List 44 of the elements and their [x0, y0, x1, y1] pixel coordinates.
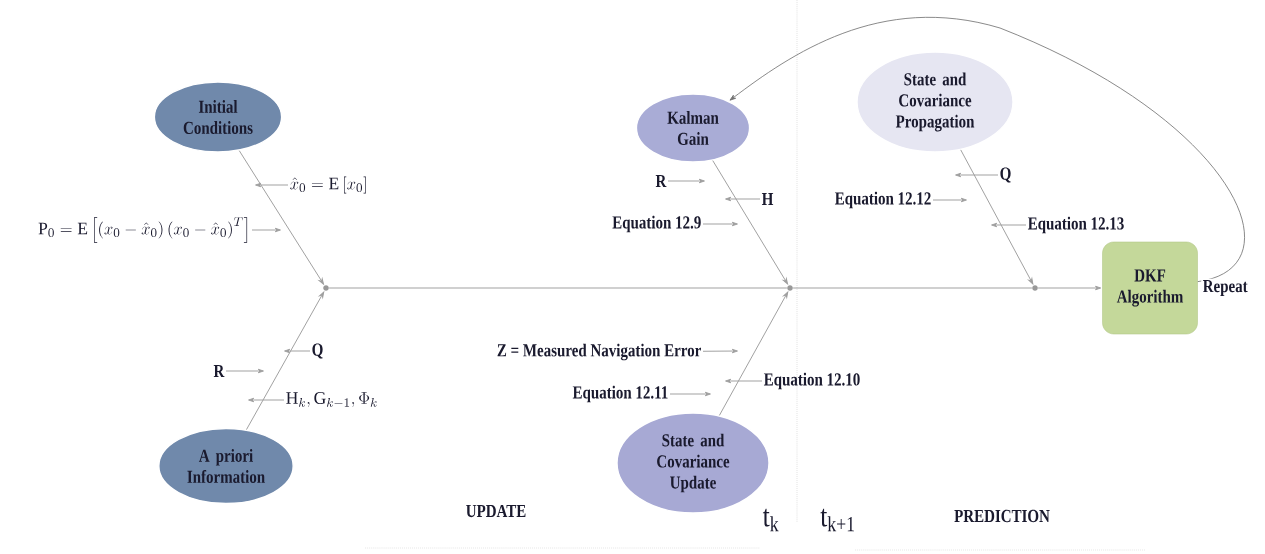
arrow: [1037, 285, 1102, 291]
arrow: [255, 182, 289, 188]
ellipse-node: A priori Information: [158, 427, 294, 505]
input-label: Equation 12.12: [835, 191, 931, 209]
input-label: Equation 12.9: [612, 215, 701, 233]
process-box: DKF Algorithm: [1102, 241, 1198, 335]
ellipse-node: State and Covariance Propagation: [856, 51, 1014, 153]
arrow: [248, 397, 285, 403]
input-label: Equation 12.11: [572, 385, 668, 403]
arrow: [667, 178, 705, 184]
formula-label: $\hat{x}_0 = \mathrm{E}\left[x_0\right]$: [290, 176, 366, 194]
arrow: [669, 391, 711, 397]
arrow: [238, 150, 324, 285]
ellipse-node: Initial Conditions: [153, 81, 283, 153]
arrow: [991, 222, 1027, 228]
ellipse-node: Kalman Gain: [635, 93, 751, 163]
phase-label: UPDATE: [466, 504, 526, 518]
input-label: H: [761, 193, 774, 205]
arrow: [955, 172, 999, 178]
input-label: Equation 12.10: [763, 372, 860, 390]
arrow: [932, 197, 967, 203]
arrow: [725, 196, 761, 202]
arrow: [712, 160, 789, 285]
input-label: R: [655, 175, 667, 187]
arrow: [702, 348, 738, 354]
arrow: [729, 17, 1245, 283]
arrow: [284, 348, 311, 354]
input-label: Z = Measured Navigation Error: [497, 343, 701, 361]
edge-label: Repeat: [1201, 278, 1250, 298]
arrow: [960, 149, 1034, 285]
arrow: [225, 368, 264, 374]
input-label: R: [213, 365, 225, 377]
arrow: [251, 227, 281, 233]
arrow: [718, 291, 789, 416]
input-label: Q: [1000, 167, 1011, 183]
input-label: Q: [312, 343, 323, 359]
input-label: Equation 12.13: [1027, 216, 1124, 234]
arrow: [725, 378, 763, 384]
arrow: [245, 291, 325, 431]
phase-label: PREDICTION: [954, 509, 1050, 523]
time-label: t$_{k+1}$: [820, 508, 854, 532]
formula-label: $\mathrm{P}_0 = \mathrm{E}\left[\left(x_0 - \hat{x}_0\right)\left(x_0 - \hat{x}_0\right)^T\right]$: [38, 217, 248, 243]
arrow: [702, 221, 738, 227]
formula-label: $\mathrm{H}_k,\mathrm{G}_{k-1},\Phi_k$: [286, 392, 377, 407]
